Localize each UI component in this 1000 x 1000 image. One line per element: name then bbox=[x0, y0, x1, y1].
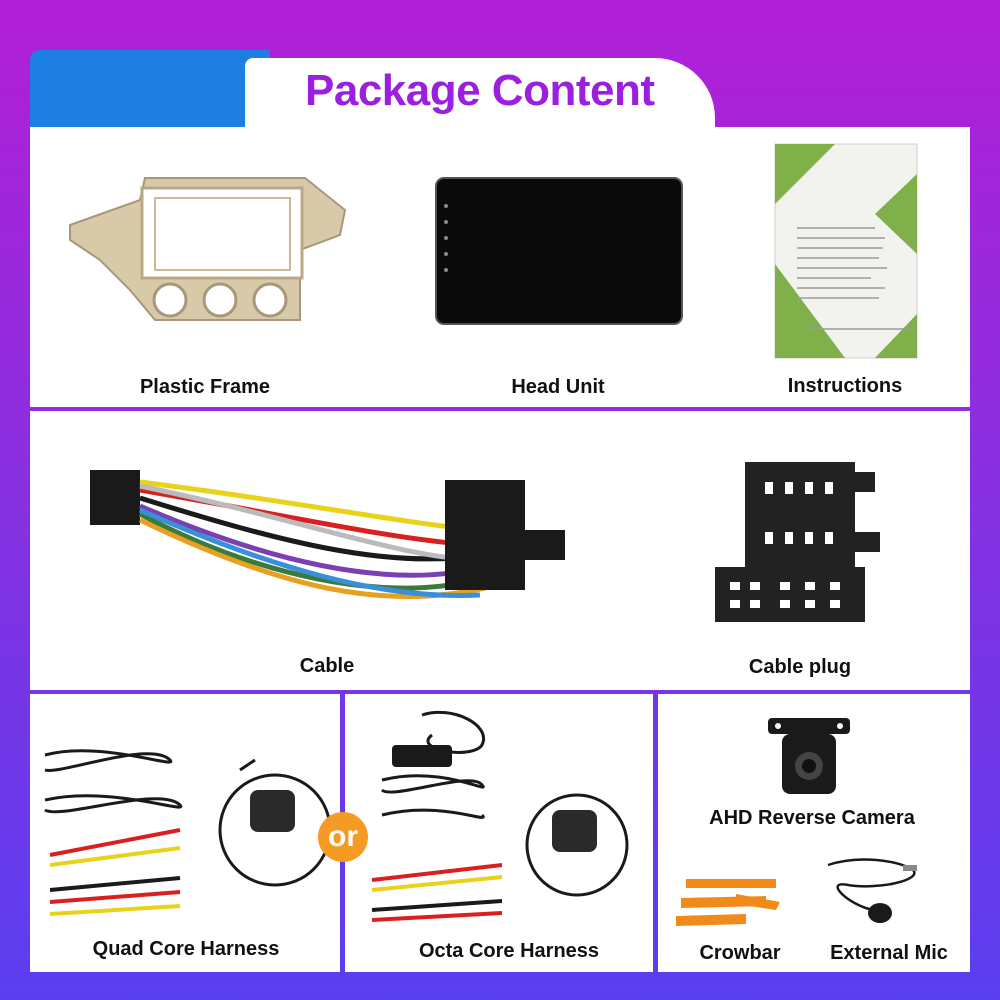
quad-core-harness-label: Quad Core Harness bbox=[92, 938, 280, 960]
crowbar-label: Crowbar bbox=[699, 942, 781, 964]
header-title-tab bbox=[245, 58, 715, 130]
page-title: Package Content bbox=[305, 66, 655, 115]
plastic-frame-image bbox=[69, 177, 347, 321]
or-badge: or bbox=[318, 812, 368, 862]
plastic-frame-label: Plastic Frame bbox=[139, 376, 271, 398]
reverse-camera-image bbox=[768, 718, 850, 794]
reverse-camera-label: AHD Reverse Camera bbox=[709, 807, 915, 829]
quad-core-panel bbox=[30, 694, 340, 972]
cable-label: Cable bbox=[299, 655, 355, 677]
cable-plug-image bbox=[715, 462, 880, 622]
octa-core-panel bbox=[345, 694, 653, 972]
octa-core-harness-label: Octa Core Harness bbox=[418, 940, 600, 962]
head-unit-label: Head Unit bbox=[511, 376, 605, 398]
cable-plug-label: Cable plug bbox=[748, 656, 852, 678]
external-mic-label: External Mic bbox=[830, 942, 948, 964]
wiring-harness-image bbox=[90, 470, 565, 599]
instructions-booklet-image bbox=[774, 143, 918, 359]
crowbar-tools-image bbox=[676, 879, 780, 926]
instructions-label: Instructions bbox=[787, 375, 903, 397]
head-unit-image bbox=[435, 177, 683, 325]
quad-core-harness-image bbox=[44, 749, 332, 916]
header-accent-tab bbox=[30, 50, 270, 130]
octa-core-harness-image bbox=[371, 710, 629, 922]
external-mic-image bbox=[827, 858, 917, 923]
